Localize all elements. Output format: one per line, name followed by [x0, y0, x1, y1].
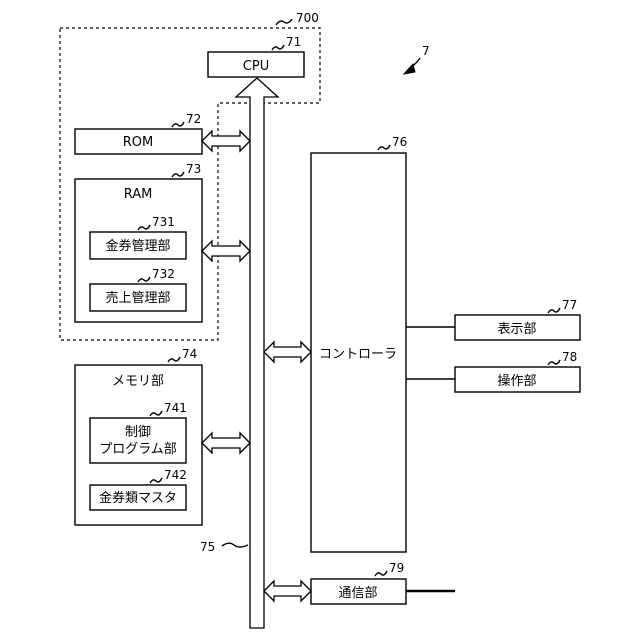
- ref-78: 78: [562, 350, 577, 364]
- controller-bus-arrow: [264, 342, 311, 362]
- ram-item-731-label: 金券管理部: [105, 238, 170, 254]
- ref-71: 71: [286, 35, 301, 49]
- ref-742: 742: [164, 468, 187, 482]
- display-label: 表示部: [497, 322, 536, 337]
- ref-72: 72: [186, 112, 201, 126]
- ref-73: 73: [186, 162, 201, 176]
- ref-741: 741: [164, 401, 187, 415]
- memory-item-741-line1: 制御: [125, 425, 151, 440]
- ref-731: 731: [152, 215, 175, 229]
- rom-bus-arrow: [202, 131, 250, 151]
- ref-76: 76: [392, 135, 407, 149]
- memory-label: メモリ部: [112, 374, 164, 389]
- comm-bus-arrow: [264, 581, 311, 601]
- memory-bus-arrow: [202, 433, 250, 453]
- ref-700: 700: [296, 11, 319, 25]
- memory-item-741-line2: プログラム部: [99, 442, 177, 457]
- memory-item-742-label: 金券類マスタ: [99, 490, 177, 506]
- ram-item-732-label: 売上管理部: [105, 290, 170, 306]
- ram-bus-arrow: [202, 241, 250, 261]
- ref-79: 79: [389, 561, 404, 575]
- ref-732: 732: [152, 267, 175, 281]
- cpu-label: CPU: [243, 59, 269, 74]
- ram-label: RAM: [124, 187, 153, 202]
- ref-7: 7: [422, 44, 430, 58]
- controller-label: コントローラ: [319, 347, 397, 362]
- ref-77: 77: [562, 298, 577, 312]
- ref-74: 74: [182, 347, 197, 361]
- comm-label: 通信部: [338, 586, 377, 601]
- rom-label: ROM: [123, 135, 153, 150]
- operation-label: 操作部: [497, 373, 536, 389]
- ref-75: 75: [200, 540, 215, 554]
